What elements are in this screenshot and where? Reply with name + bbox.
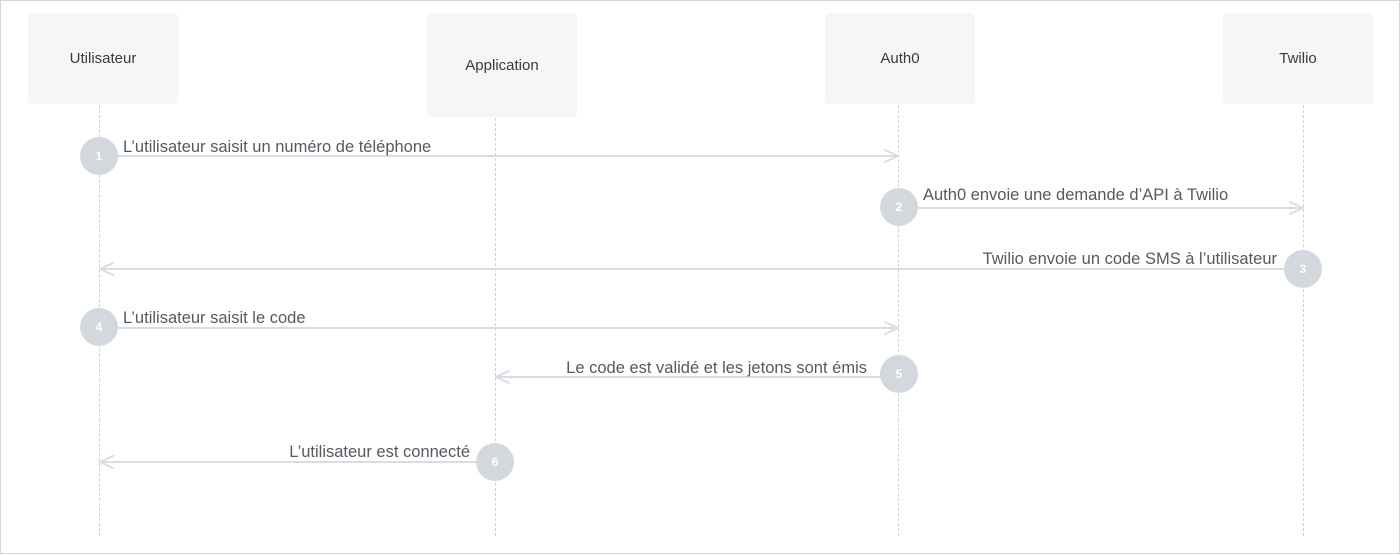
actor-label: Auth0 bbox=[880, 50, 920, 67]
step-badge-3: 3 bbox=[1284, 250, 1322, 288]
arrowhead-right-icon bbox=[1289, 201, 1304, 215]
arrowhead-left-icon bbox=[99, 262, 114, 276]
message-label-6: L’utilisateur est connecté bbox=[289, 443, 470, 461]
message-label-5: Le code est validé et les jetons sont ém… bbox=[566, 359, 867, 377]
arrowhead-right-icon bbox=[884, 321, 899, 335]
lifeline-auth0 bbox=[898, 105, 899, 536]
actor-auth0: Auth0 bbox=[825, 13, 975, 104]
message-label-3: Twilio envoie un code SMS à l’utilisateu… bbox=[982, 250, 1277, 268]
lifeline-twilio bbox=[1303, 105, 1304, 536]
message-label-4: L’utilisateur saisit le code bbox=[123, 309, 306, 327]
arrowhead-left-icon bbox=[495, 370, 510, 384]
actor-label: Utilisateur bbox=[69, 50, 137, 67]
arrowhead-right-icon bbox=[884, 149, 899, 163]
actor-label: Application bbox=[465, 56, 539, 74]
step-badge-2: 2 bbox=[880, 188, 918, 226]
message-label-1: L’utilisateur saisit un numéro de téléph… bbox=[123, 138, 432, 156]
step-badge-1: 1 bbox=[80, 137, 118, 175]
step-badge-5: 5 bbox=[880, 355, 918, 393]
step-badge-6: 6 bbox=[476, 443, 514, 481]
step-badge-4: 4 bbox=[80, 308, 118, 346]
actor-application: Application bbox=[427, 13, 577, 117]
actor-label: Twilio bbox=[1279, 50, 1317, 67]
actor-utilisateur: Utilisateur bbox=[28, 13, 178, 104]
message-label-2: Auth0 envoie une demande d’API à Twilio bbox=[923, 186, 1229, 204]
arrowhead-left-icon bbox=[99, 455, 114, 469]
actor-twilio: Twilio bbox=[1223, 13, 1373, 104]
